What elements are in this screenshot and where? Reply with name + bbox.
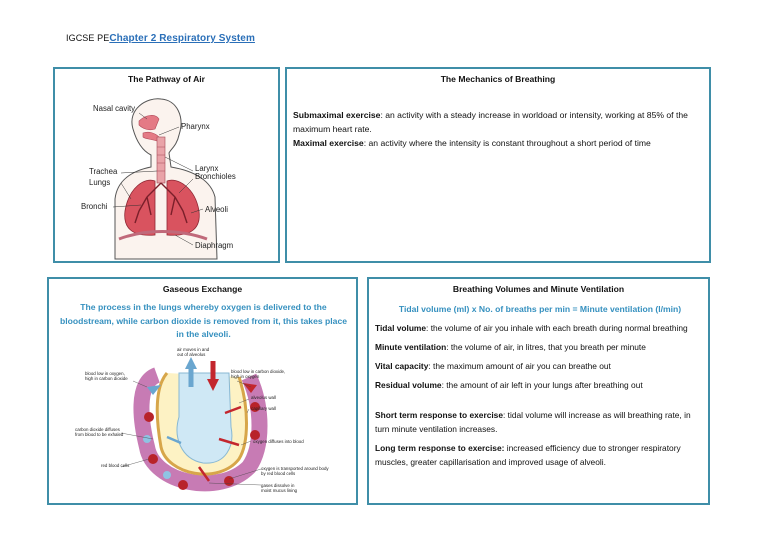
mechanics-text: Submaximal exercise: an activity with a … [293,108,705,150]
label-larynx: Larynx [195,164,219,173]
volume-item: Tidal volume: the volume of air you inha… [375,321,707,335]
label-oxygen-transported-1: oxygen is transported around body [261,466,329,471]
label-trachea: Trachea [89,167,118,176]
volumes-list: Tidal volume: the volume of air you inha… [375,321,707,474]
response-definition: increased efficiency due to stronger res… [375,443,681,467]
maximal-term: Maximal exercise [293,138,364,148]
submaximal-term: Submaximal exercise [293,110,381,120]
label-lungs: Lungs [89,178,110,187]
volume-term: Residual volume [375,380,442,390]
maximal-definition: : an activity where the intensity is con… [363,138,651,148]
header-prefix: IGCSE PE [66,33,110,43]
volume-item: Residual volume: the amount of air left … [375,378,707,392]
pathway-of-air-panel: The Pathway of Air [53,67,280,263]
submaximal-definition: : an activity with a steady increase in … [293,110,688,134]
mechanics-title: The Mechanics of Breathing [440,74,556,84]
label-air-moves-2: out of alveolus [177,352,206,357]
label-co2-diffuses-2: from blood to be exhaled [75,432,124,437]
minute-ventilation-formula: Tidal volume (ml) x No. of breaths per m… [398,304,682,314]
volume-definition: : the volume of air, in litres, that you… [446,342,646,352]
label-gases-dissolve-2: moist mucus lining [261,488,298,493]
label-blood-low-co2-1: blood low in carbon dioxide, [231,369,285,374]
label-nasal-cavity: Nasal cavity [93,104,135,113]
gaseous-title: Gaseous Exchange [162,284,243,294]
document-header: IGCSE PEChapter 2 Respiratory System [66,33,255,44]
response-term: Long term response to exercise: [375,443,505,453]
volume-term: Minute ventilation [375,342,447,352]
pathway-title: The Pathway of Air [127,74,206,84]
volumes-title: Breathing Volumes and Minute Ventilation [452,284,625,294]
mechanics-of-breathing-panel: The Mechanics of Breathing Submaximal ex… [285,67,711,263]
volume-definition: : the volume of air you inhale with each… [426,323,688,333]
label-alveoli: Alveoli [205,205,228,214]
label-red-blood-cells: red blood cells [101,463,130,468]
label-co2-diffuses-1: carbon dioxide diffuses [75,427,121,432]
response-definition: : tidal volume will increase as will bre… [375,410,691,434]
volume-item: Vital capacity: the maximum amount of ai… [375,359,707,373]
breathing-volumes-panel: Breathing Volumes and Minute Ventilation… [367,277,710,505]
volume-term: Vital capacity [375,361,429,371]
label-diaphragm: Diaphragm [195,241,233,250]
response-item: Short term response to exercise: tidal v… [375,408,707,436]
alveolus-diagram: air moves in and out of alveolus blood l… [75,347,329,493]
chapter-link[interactable]: Chapter 2 Respiratory System [109,33,255,44]
label-bronchi: Bronchi [81,202,108,211]
response-term: Short term response to exercise [375,410,504,420]
gaseous-exchange-panel: Gaseous Exchange The process in the lung… [47,277,358,505]
volume-definition: : the amount of air left in your lungs a… [441,380,643,390]
label-blood-low-oxygen-1: blood low in oxygen, [85,371,125,376]
label-blood-low-co2-2: high in oxygen [231,374,260,379]
gaseous-description: The process in the lungs whereby oxygen … [59,302,347,339]
label-alveolus-wall: alveolus wall [251,395,276,400]
label-blood-low-oxygen-2: high in carbon dioxide [85,376,128,381]
volume-item: Minute ventilation: the volume of air, i… [375,340,707,354]
label-air-moves-1: air moves in and [177,347,210,352]
volume-definition: : the maximum amount of air you can brea… [428,361,611,371]
label-bronchioles: Bronchioles [195,172,236,181]
label-pharynx: Pharynx [181,122,210,131]
response-item: Long term response to exercise: increase… [375,441,707,469]
label-gases-dissolve-1: gases dissolve in [261,483,295,488]
respiratory-system-diagram: Nasal cavity Pharynx Larynx Bronchioles … [81,98,236,260]
label-oxygen-diffuses: oxygen diffuses into blood [253,439,304,444]
label-capillary-wall: capillary wall [251,406,276,411]
volume-term: Tidal volume [375,323,427,333]
label-oxygen-transported-2: by red blood cells [261,471,296,476]
